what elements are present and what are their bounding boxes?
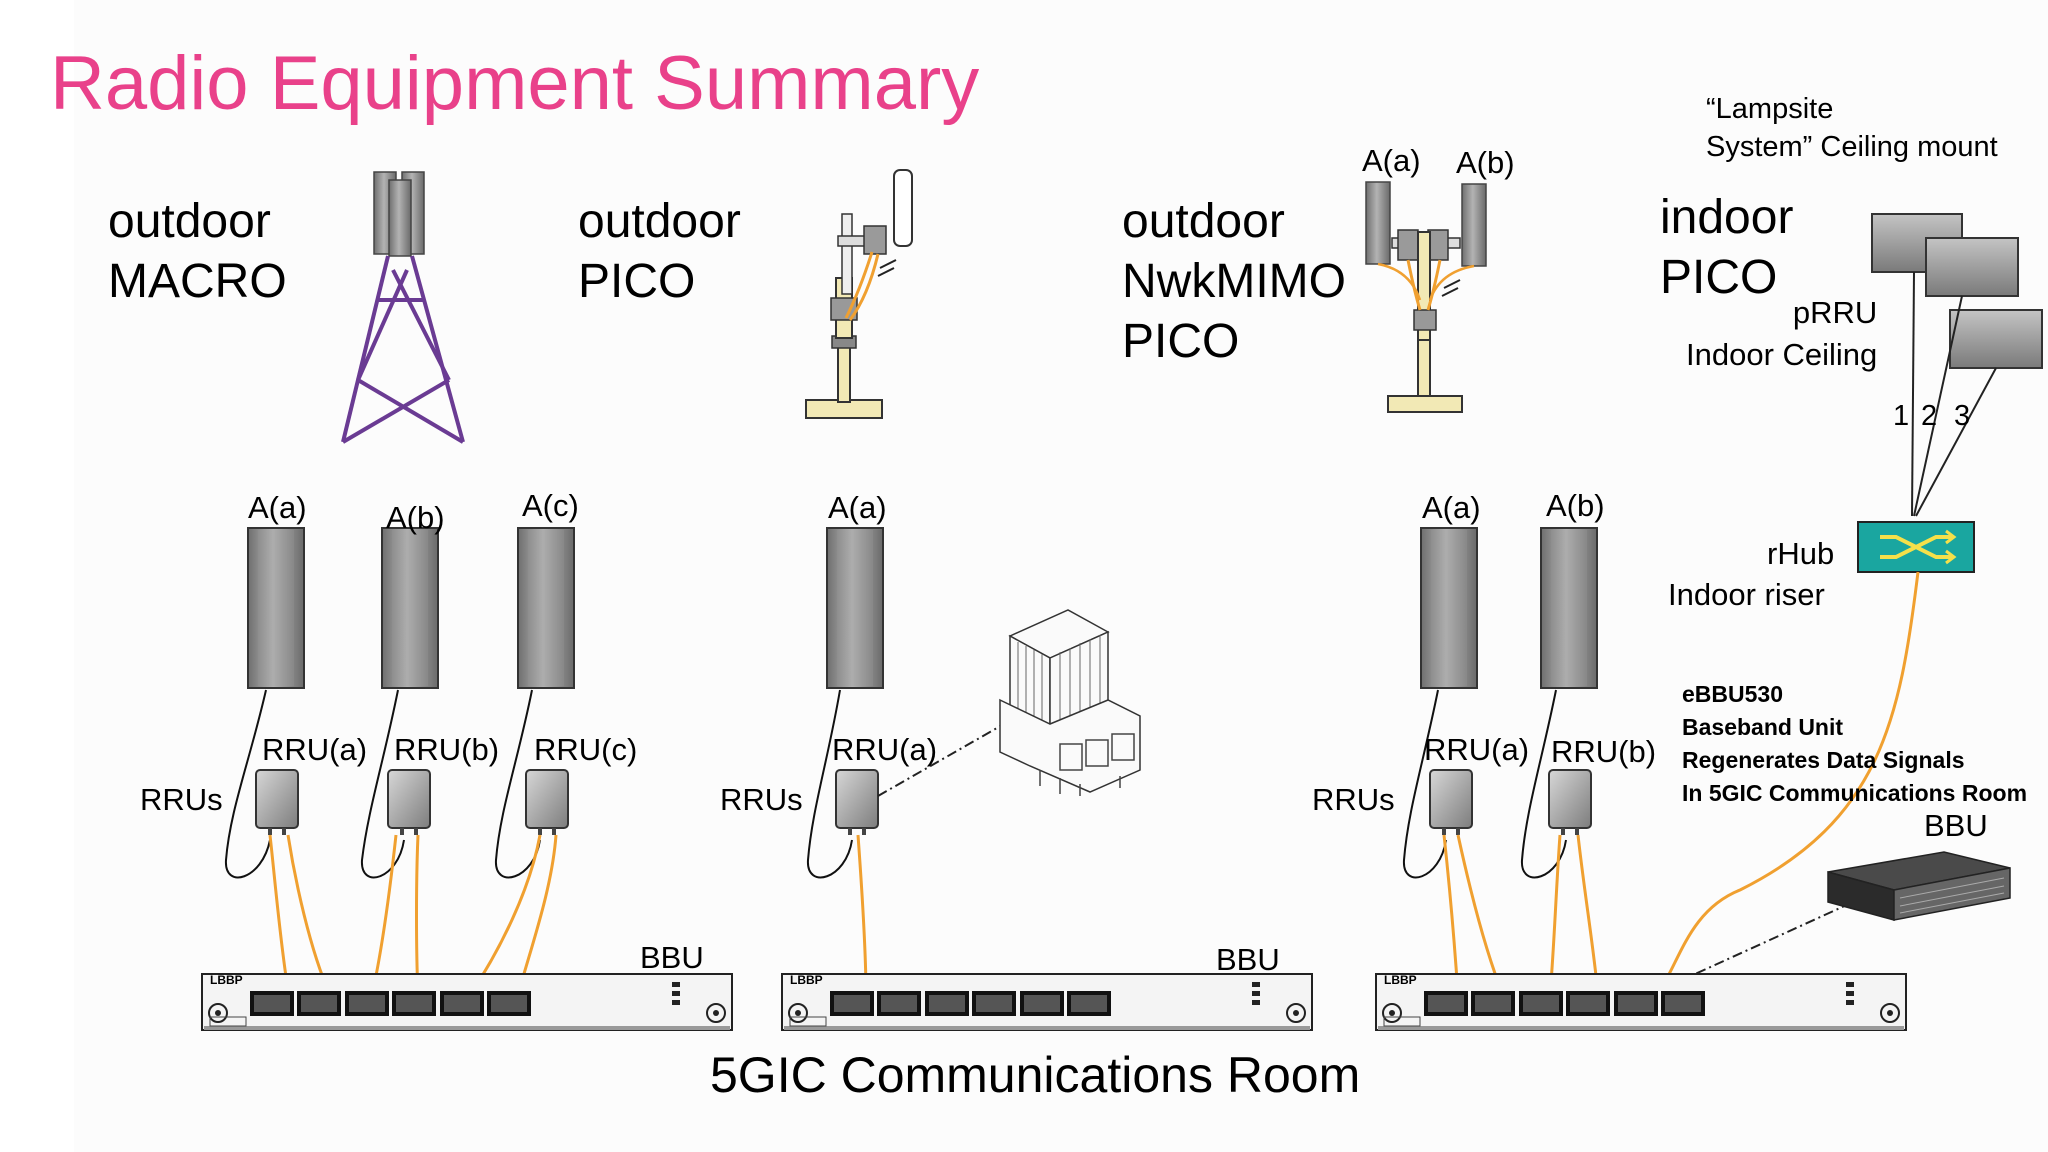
pico-pole-icon [805,169,913,419]
rhub-sub-label: Indoor riser [1668,577,1825,612]
board-name-nwkmimo: LBBP [1384,973,1417,987]
nwkmimo-pole-icon [1365,181,1487,413]
lampsite-caption: “Lampsite System” Ceiling mount [1706,93,1998,163]
nwkmimo-top-antenna-label-a: A(a) [1362,143,1421,178]
indoor-site-label: indoor PICO [1660,191,1794,304]
nwkmimo-rru-label-b: RRU(b) [1551,734,1657,769]
bbu-board-macro [201,973,733,1031]
pico-antenna-label-a: A(a) [828,490,887,525]
rru-cabinet-illustration [999,609,1141,796]
prru-ceiling-units-icon [1871,213,2043,517]
page-title: Radio Equipment Summary [50,41,980,126]
antenna-jumper-cables [224,689,1567,879]
prru-port-3: 3 [1954,400,1971,432]
macro-rru-label-c: RRU(c) [534,732,638,767]
pico-rrus-label: RRUs [720,782,803,817]
macro-site-label: outdoor MACRO [108,195,287,308]
macro-antennas [247,527,575,689]
macro-rru-label-a: RRU(a) [262,732,368,767]
macro-rrus-label: RRUs [140,782,223,817]
bbu-board-pico [781,973,1313,1031]
macro-antenna-label-c: A(c) [522,488,579,523]
rhub-label: rHub [1767,536,1835,571]
prru-port-1: 1 [1893,400,1910,432]
macro-tower-icon [341,171,465,444]
ebbu-note: eBBU530 Baseband Unit Regenerates Data S… [1682,681,2028,806]
ebbu530-chassis-illustration [1827,851,2011,921]
macro-antenna-label-a: A(a) [248,490,307,525]
macro-antenna-label-b: A(b) [386,500,445,535]
nwkmimo-antenna-label-b: A(b) [1546,488,1605,523]
nwkmimo-antennas [1420,527,1598,689]
pico-bbu-label: BBU [1216,942,1280,977]
footer-caption: 5GIC Communications Room [710,1047,1361,1103]
board-name-macro: LBBP [210,973,243,987]
nwkmimo-rru-label-a: RRU(a) [1424,732,1530,767]
macro-bbu-label: BBU [640,940,704,975]
indoor-bbu-label: BBU [1924,808,1988,843]
nwkmimo-site-label: outdoor NwkMIMO PICO [1122,195,1346,368]
macro-rru-label-b: RRU(b) [394,732,500,767]
rhub-icon [1857,521,1975,573]
board-name-pico: LBBP [790,973,823,987]
nwkmimo-top-antenna-label-b: A(b) [1456,145,1515,180]
nwkmimo-rrus-label: RRUs [1312,782,1395,817]
nwkmimo-antenna-label-a: A(a) [1422,490,1481,525]
pico-antenna [826,527,884,689]
pico-rru-label-a: RRU(a) [832,732,938,767]
prru-caption: pRRU Indoor Ceiling [1686,295,1878,372]
bbu-board-nwkmimo [1375,973,1907,1031]
pico-site-label: outdoor PICO [578,195,741,308]
prru-port-2: 2 [1921,400,1938,432]
